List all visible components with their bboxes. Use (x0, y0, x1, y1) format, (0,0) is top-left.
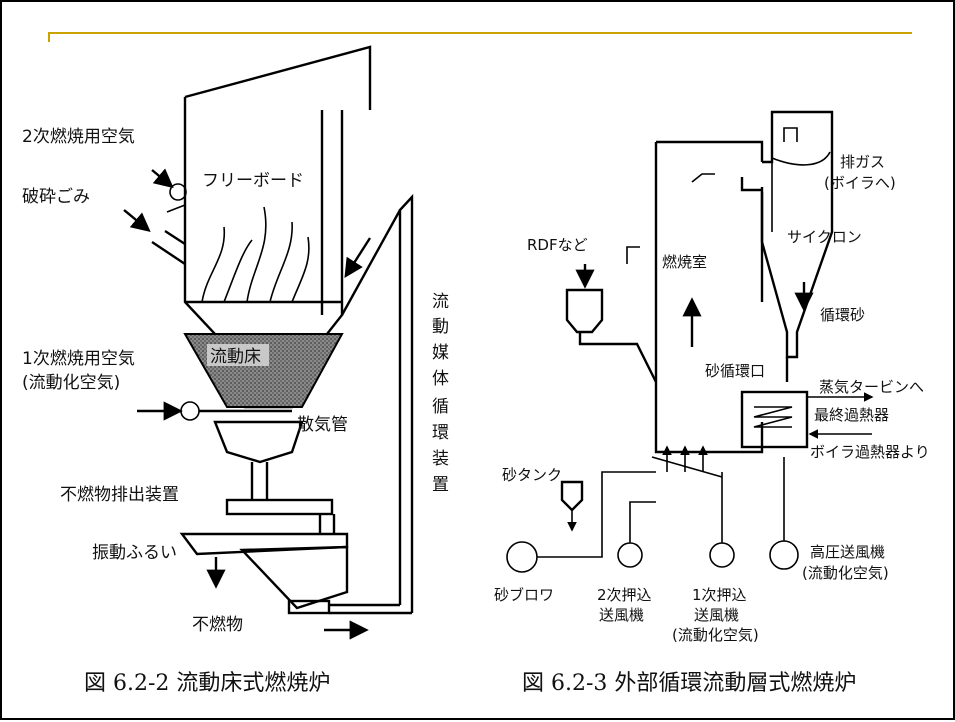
flame-icon (201, 206, 310, 303)
left-furnace-diagram (123, 45, 414, 640)
secondary-air-nozzle (169, 183, 187, 201)
secondary-air-duct (166, 204, 186, 213)
label-primary-blower-2: 送風機 (694, 606, 739, 624)
return-arrow-down (344, 237, 372, 279)
sand-tank (560, 480, 584, 512)
secondary-blower-duct (629, 501, 656, 543)
heater-coil-icon (753, 406, 793, 428)
flow-turn-icon (691, 173, 715, 183)
combustion-chamber (654, 140, 764, 454)
cyclone-body (760, 110, 834, 359)
label-hp-blower-1: 高圧送風機 (810, 543, 885, 561)
secondary-air-arrow (151, 168, 174, 189)
discharge-device (225, 498, 334, 516)
label-freeboard: フリーボード (202, 171, 304, 191)
label-secondary-air: 2次燃焼用空気 (22, 127, 135, 147)
svg-text:動: 動 (432, 317, 449, 337)
feed-screw (578, 332, 658, 383)
svg-text:媒: 媒 (432, 343, 449, 363)
furnace-roof (184, 45, 372, 110)
label-primary-blower-3: (流動化空気) (672, 626, 759, 644)
accent-rule (48, 32, 912, 42)
cyclone-swirl-icon (771, 151, 831, 166)
label-primary-blower-1: 1次押込 (692, 586, 747, 604)
vibrating-sieve (179, 532, 349, 556)
superheater-box (740, 390, 809, 449)
secondary-blower-icon (617, 542, 643, 568)
return-box (287, 599, 331, 615)
label-sand-blower: 砂ブロワ (494, 586, 554, 604)
caption-left: 図 6.2-2 流動床式燃焼炉 (84, 671, 330, 696)
return-riser (398, 193, 414, 613)
label-noncombustible-discharge: 不燃物排出装置 (60, 485, 179, 505)
sand-blower-duct (537, 471, 656, 558)
label-primary-air: 1次燃焼用空気 (22, 349, 135, 369)
label-combustion-chamber: 燃焼室 (662, 253, 707, 271)
svg-text:置: 置 (432, 475, 449, 495)
primary-air-nozzle (180, 401, 200, 421)
label-exhaust-gas: 排ガス (840, 153, 885, 171)
label-from-boiler-superheater: ボイラ過熱器より (810, 443, 930, 461)
label-vibrating-sieve: 振動ふるい (92, 543, 177, 563)
waste-chute (151, 229, 186, 265)
distributor-plate (651, 456, 723, 478)
right-furnace-diagram (506, 110, 874, 573)
label-to-boiler: (ボイラへ) (824, 174, 896, 192)
label-diffuser-pipe: 散気管 (297, 415, 348, 435)
label-rdf-etc: RDFなど (527, 236, 588, 254)
label-final-superheater: 最終過熱器 (814, 406, 889, 424)
label-crushed-waste: 破砕ごみ (22, 187, 90, 207)
sieve-hopper (239, 545, 349, 610)
label-hp-blower-2: (流動化空気) (802, 564, 889, 582)
label-sand-tank: 砂タンク (502, 466, 562, 484)
svg-text:体: 体 (432, 369, 449, 389)
label-fluidizing-air: (流動化空気) (22, 373, 120, 393)
lower-cone (213, 420, 304, 464)
feed-line (626, 246, 640, 264)
primary-blower-icon (709, 542, 735, 568)
bed-label-bg (207, 344, 269, 366)
caption-right: 図 6.2-3 外部循環流動層式燃焼炉 (522, 671, 856, 696)
label-noncombustibles: 不燃物 (192, 615, 243, 635)
label-fluidized-bed: 流動床 (210, 347, 261, 367)
hp-blower-icon (769, 540, 799, 570)
svg-text:環: 環 (432, 423, 449, 443)
label-to-steam-turbine: 蒸気タービンへ (819, 378, 924, 396)
return-chute (340, 209, 402, 316)
exhaust-outlet (783, 127, 798, 142)
chamber-outlet (740, 177, 762, 192)
label-secondary-blower-1: 2次押込 (597, 586, 652, 604)
label-circulating-sand: 循環砂 (820, 306, 865, 324)
rdf-hopper (565, 288, 604, 334)
svg-text:循: 循 (432, 397, 449, 417)
label-secondary-blower-2: 送風機 (599, 606, 644, 624)
label-sand-return: 砂循環口 (705, 362, 765, 380)
waste-arrow (123, 209, 151, 233)
svg-text:装: 装 (432, 449, 449, 469)
label-circulation-device: 流 動 媒 体 循 環 装 置 (432, 292, 449, 495)
label-cyclone: サイクロン (787, 228, 862, 246)
sand-blower-icon (506, 541, 538, 573)
svg-text:流: 流 (432, 292, 449, 312)
